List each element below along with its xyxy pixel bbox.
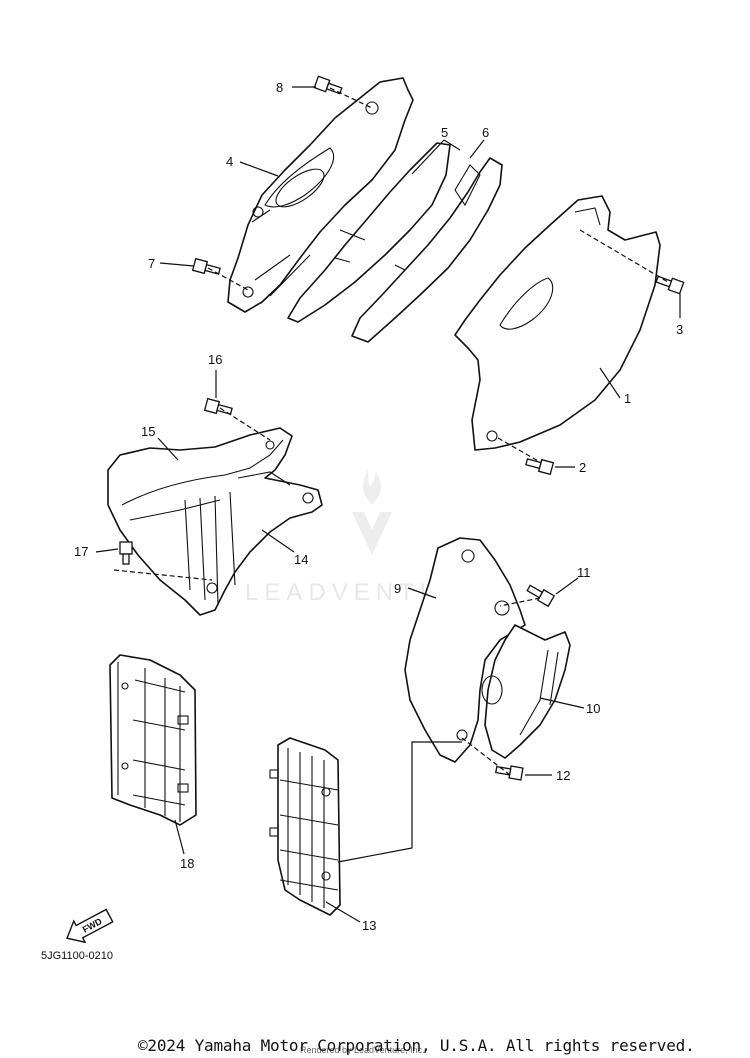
part-4-shroud-left[interactable] [227,77,414,313]
callout-10: 10 [586,701,600,716]
callout-11: 11 [577,565,591,580]
fwd-arrow-icon: FWD [66,908,114,944]
part-1-shroud-right[interactable] [454,195,661,451]
bolt-12[interactable] [495,764,524,781]
callout-12: 12 [556,768,570,783]
part-13-radiator-guard-lower[interactable] [269,737,341,916]
callout-14: 14 [294,552,308,567]
callout-5: 5 [441,125,448,140]
leader-lines [95,86,681,923]
bolt-11[interactable] [526,583,556,608]
callout-7: 7 [148,256,155,271]
copyright-text: ©2024 Yamaha Motor Corporation, U.S.A. A… [138,1036,695,1055]
callout-9: 9 [394,581,401,596]
rendered-by-text: Rendered by LeadVenture, Inc. [300,1045,425,1055]
part-18-radiator-guard[interactable] [109,654,197,826]
bolt-7[interactable] [191,257,221,277]
callout-18: 18 [180,856,194,871]
callout-15: 15 [141,424,155,439]
bolt-2[interactable] [525,456,555,476]
part-5-graphic-left[interactable] [287,142,451,323]
part-9-radiator-cover-right[interactable] [404,537,526,763]
callout-6: 6 [482,125,489,140]
callout-13: 13 [362,918,376,933]
callout-2: 2 [579,460,586,475]
bolt-16[interactable] [203,397,233,417]
part-10-radiator-cover-inner[interactable] [481,624,571,759]
callout-4: 4 [226,154,233,169]
part-6-graphic-right[interactable] [351,157,503,343]
bolt-8[interactable] [313,75,343,96]
callouts: 8 4 5 6 7 3 1 2 16 15 14 17 11 9 10 12 1… [74,80,683,933]
bolt-17[interactable] [119,541,133,565]
bolt-3[interactable] [655,274,685,295]
callout-8: 8 [276,80,283,95]
part-15-radiator-cover-left[interactable] [107,427,323,616]
callout-1: 1 [624,391,631,406]
callout-3: 3 [676,322,683,337]
callout-16: 16 [208,352,222,367]
callout-17: 17 [74,544,88,559]
diagram-code: 5JG1100-0210 [41,950,113,962]
